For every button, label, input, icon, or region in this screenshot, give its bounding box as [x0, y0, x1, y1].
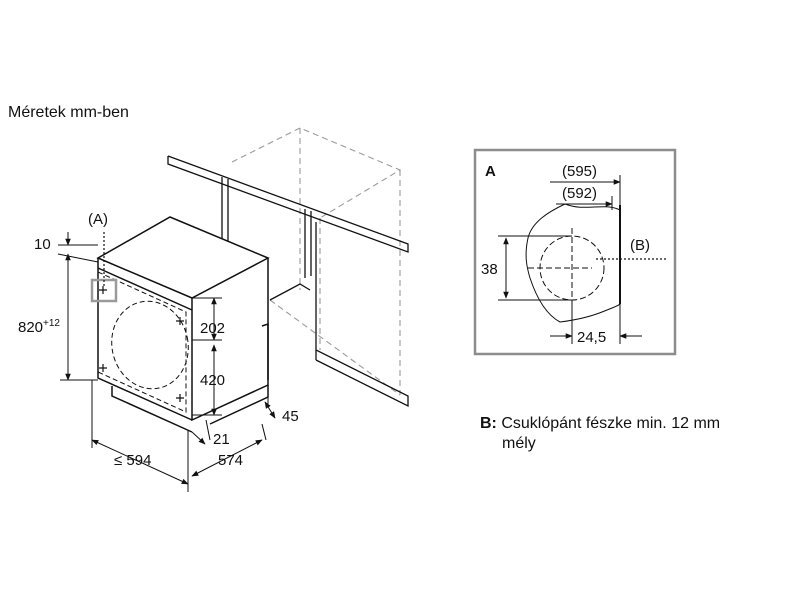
side-cabinet-panel [269, 222, 409, 408]
dim-top-offset: 10 [34, 236, 51, 253]
dim-bottom-gap: 21 [213, 431, 230, 448]
note-line1: Csuklópánt fészke min. 12 mm [501, 415, 721, 432]
note-key: B: [480, 415, 497, 432]
kitchen-cabinet-outline [231, 127, 402, 396]
detail-a-drawing [498, 175, 642, 344]
dim-plinth: 45 [282, 408, 299, 425]
note-b: B: Csuklópánt fészke min. 12 mm mély [480, 414, 780, 454]
worktop [167, 155, 409, 278]
dim-inner: (592) [562, 185, 597, 202]
hinge-markers [99, 317, 184, 402]
dim-hinge-diameter: 38 [481, 261, 498, 278]
dim-lower-hinge: 420 [200, 372, 225, 389]
hinge-recess [528, 228, 605, 306]
dim-outer: (595) [562, 163, 597, 180]
dim-hinge-offset: 24,5 [577, 329, 606, 346]
dimension-lines [57, 232, 276, 492]
door-panel-outline [97, 271, 189, 413]
note-line2: mély [502, 435, 536, 452]
dim-height-tolerance: +12 [43, 318, 60, 329]
dim-height: 820+12 [18, 318, 60, 336]
dim-upper-hinge: 202 [200, 320, 225, 337]
marker-a: (A) [88, 211, 108, 228]
detail-a-title: A [485, 163, 496, 180]
dim-niche-width: ≤ 594 [114, 452, 151, 469]
dim-depth: 574 [218, 452, 243, 469]
marker-b: (B) [630, 237, 650, 254]
caption: Méretek mm-ben [8, 104, 129, 121]
